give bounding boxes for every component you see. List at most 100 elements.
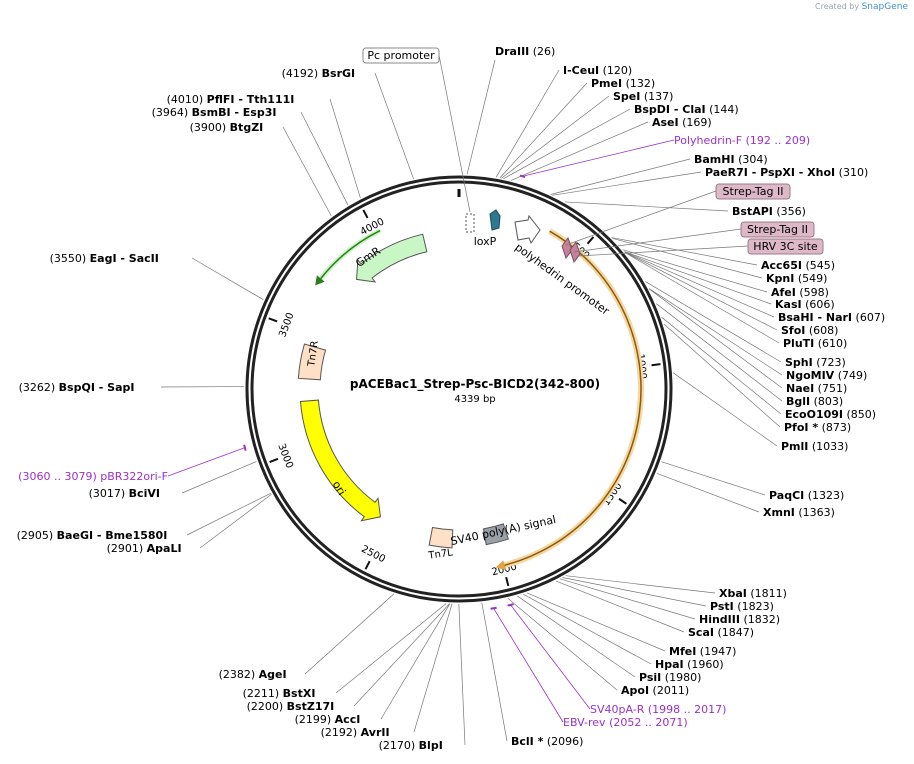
cut-site-name: BspQI - SapI xyxy=(59,381,135,394)
cut-site-label: BstAPI (356) xyxy=(732,205,806,218)
cut-site-name: BamHI xyxy=(694,153,735,166)
cut-site-position: (608) xyxy=(805,324,838,337)
cut-site-leader xyxy=(624,251,778,331)
cut-site-label: (3262) BspQI - SapI xyxy=(19,381,135,394)
cut-site-leader xyxy=(300,111,349,206)
cut-site-label: SpeI (137) xyxy=(613,90,673,103)
primer-leader xyxy=(167,447,246,477)
gmr-arc xyxy=(320,229,381,279)
cut-site-leader xyxy=(186,492,272,536)
sv40-polya-feature xyxy=(482,523,510,546)
cut-site-label: (2211) BstXI xyxy=(243,687,316,700)
tn7l-feature xyxy=(428,526,454,549)
tick-mark xyxy=(269,457,279,463)
cut-site-position: (850) xyxy=(843,408,876,421)
cut-site-name: AgeI xyxy=(259,668,287,681)
tick-mark xyxy=(586,236,595,245)
cut-site-label: (2192) AvrII xyxy=(321,726,390,739)
primer-arrow xyxy=(519,174,526,179)
cut-site-leader xyxy=(624,251,775,318)
cut-site-leader xyxy=(380,603,451,720)
cut-site-leader xyxy=(673,372,778,447)
cut-site-position: (1960) xyxy=(684,658,724,671)
box-leader xyxy=(438,54,471,213)
cut-site-position: (1823) xyxy=(734,600,774,613)
cut-site-position: (1947) xyxy=(696,645,736,658)
cut-site-leader xyxy=(663,323,781,428)
plasmid-name: pACEBac1_Strep-Psc-BICD2(342-800) xyxy=(350,377,600,392)
cut-site-label: KpnI (549) xyxy=(766,272,827,285)
cut-site-position: (749) xyxy=(834,369,867,382)
cut-site-leader xyxy=(649,288,783,389)
cut-site-name: ApoI xyxy=(621,684,649,697)
cut-site-name: BspDI - ClaI xyxy=(634,103,706,116)
cut-site-name: PaeR7I - PspXI - XhoI xyxy=(705,166,835,179)
plasmid-size: 4339 bp xyxy=(454,394,495,405)
cut-site-leader xyxy=(564,201,729,212)
cut-site-position: (1323) xyxy=(804,489,844,502)
credit-text: Created by SnapGene xyxy=(815,2,908,12)
cut-site-name: I-CeuI xyxy=(563,64,599,77)
cut-site-leader xyxy=(413,603,453,733)
cut-site-leader xyxy=(510,121,649,181)
sv40-polya-label: SV40 poly(A) signal xyxy=(449,513,557,548)
cut-site-name: XbaI xyxy=(719,587,747,600)
tick-label: 2500 xyxy=(359,544,387,565)
cut-site-name: BclI * xyxy=(511,735,544,748)
insert-arc xyxy=(504,230,642,566)
cut-site-position: (356) xyxy=(773,205,806,218)
tick-mark xyxy=(618,497,627,505)
cut-site-leader xyxy=(559,578,696,620)
cut-site-position: (598) xyxy=(796,286,829,299)
cut-site-label: (2200) BstZ17I xyxy=(247,700,335,713)
cut-site-leader xyxy=(612,238,763,279)
cut-site-position: (2096) xyxy=(543,735,583,748)
feature-box xyxy=(740,221,815,238)
cut-site-name: KpnI xyxy=(766,272,794,285)
cut-site-name: PsiI xyxy=(639,671,661,684)
feature-box-label: HRV 3C site xyxy=(753,240,818,253)
cut-site-position: (2170) xyxy=(379,739,419,752)
feature-box xyxy=(715,183,791,200)
cut-site-name: NaeI xyxy=(786,382,814,395)
cut-site-name: AseI xyxy=(652,116,679,129)
cut-site-leader xyxy=(555,580,685,633)
cut-site-name: BglI xyxy=(786,395,810,408)
cut-site-label: BclI * (2096) xyxy=(511,735,583,748)
cut-site-position: (144) xyxy=(706,103,739,116)
cut-site-label: (3964) BsmBI - Esp3I xyxy=(152,106,277,119)
cut-site-name: AvrII xyxy=(361,726,390,739)
cut-site-position: (4192) xyxy=(282,67,322,80)
cut-site-position: (137) xyxy=(640,90,673,103)
cut-site-leader xyxy=(507,598,618,691)
primer-label: Polyhedrin-F (192 .. 209) xyxy=(674,134,810,147)
cut-site-position: (1832) xyxy=(740,613,780,626)
cut-site-label: AseI (169) xyxy=(652,116,712,129)
cut-site-position: (3964) xyxy=(152,106,192,119)
cut-site-name: PfoI * xyxy=(784,421,818,434)
cut-site-position: (1363) xyxy=(795,506,835,519)
cut-site-label: PstI (1823) xyxy=(710,600,774,613)
cut-site-label: (2901) ApaLI xyxy=(107,542,182,555)
tn7r-feature xyxy=(297,343,327,381)
cut-site-position: (606) xyxy=(802,298,835,311)
cut-site-name: ApaLI xyxy=(147,542,182,555)
cut-site-label: EcoO109I (850) xyxy=(785,408,876,421)
cut-site-label: PaqCI (1323) xyxy=(769,489,844,502)
cut-site-position: (4010) xyxy=(167,93,207,106)
snapgene-brand: SnapGene xyxy=(861,2,908,12)
cut-site-name: SpeI xyxy=(613,90,640,103)
tick-mark xyxy=(651,363,661,367)
cut-site-name: BstZ17I xyxy=(287,700,335,713)
cut-site-name: PmeI xyxy=(591,77,622,90)
gmr-feature xyxy=(356,233,428,283)
cut-site-name: BsmBI - Esp3I xyxy=(192,106,277,119)
cut-site-position: (310) xyxy=(835,166,868,179)
cut-site-leader xyxy=(329,98,361,199)
primer-label: SV40pA-R (1998 .. 2017) xyxy=(590,703,726,716)
cut-site-label: (4010) PflFI - Tth111I xyxy=(167,93,295,106)
feature-box-label: Pc promoter xyxy=(367,49,435,62)
feature-box xyxy=(747,238,824,255)
cut-site-name: BaeGI - Bme1580I xyxy=(57,529,168,542)
cut-site-position: (2382) xyxy=(219,668,259,681)
